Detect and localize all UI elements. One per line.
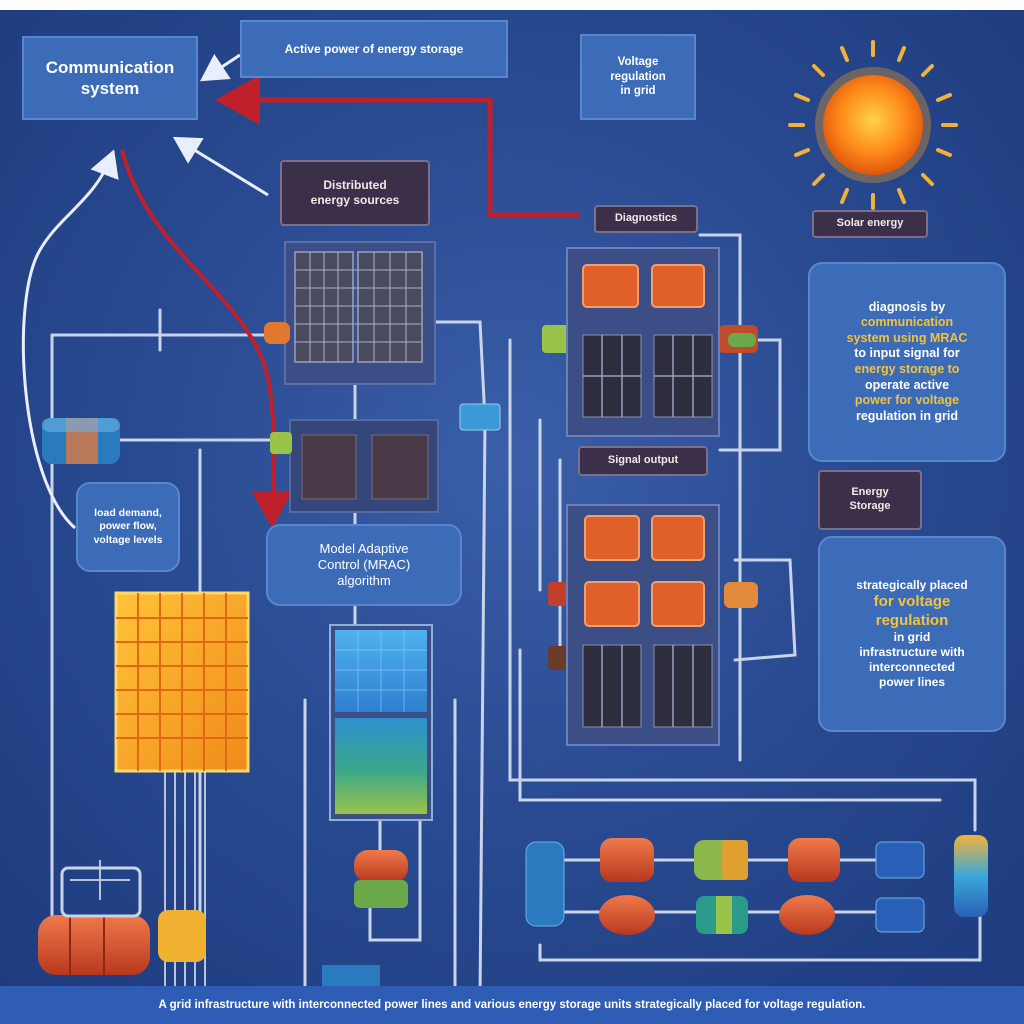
diagnostics-label: Diagnostics [614,212,678,225]
diagnosis-line-4: to input signal for [854,346,960,361]
connector-icon [264,322,758,670]
placed-line-6: interconnected [868,660,955,675]
diagnosis-line-6: operate active [864,377,950,392]
yellow-solar-panel-icon [114,591,250,773]
storage-module-small [289,419,439,513]
solar-energy-box: Solar energy [812,210,928,238]
diagnosis-line-1: diagnosis by [868,299,946,314]
sun-icon [788,40,958,210]
storage-rack-top [566,247,720,437]
diagnosis-line-7: power for voltage [854,393,960,408]
voltage-regulation-label: Voltage regulation in grid [610,56,666,98]
diagnosis-line-8: regulation in grid [855,408,959,423]
diagnosis-line-2: communication [860,315,954,330]
diagnosis-line-3: system using MRAC [846,330,968,345]
diagnosis-description-box: diagnosis by communication system using … [808,262,1006,462]
signal-output-box: Signal output [578,446,708,476]
diagnosis-line-5: energy storage to [854,362,960,376]
energy-storage-box: Energy Storage [818,470,922,530]
storage-rack-bottom [566,504,720,746]
active-power-label: Active power of energy storage [284,41,464,56]
solar-energy-label: Solar energy [836,217,904,230]
placed-line-7: power lines [878,675,946,690]
load-demand-box: load demand, power flow, voltage levels [76,482,180,572]
diagnostics-box: Diagnostics [594,205,698,233]
figure-caption-text: A grid infrastructure with interconnecte… [158,999,866,1011]
distributed-energy-label: Distributed energy sources [310,178,400,207]
top-band [0,0,1024,10]
blue-solar-panel-icon [329,624,433,821]
white-arrow-active-power [199,53,241,82]
red-arrow-diagnostics [215,75,580,218]
energy-storage-label: Energy Storage [849,486,891,512]
communication-system-label: Communication system [45,57,175,98]
component-chain [525,835,988,935]
active-power-box: Active power of energy storage [240,20,508,78]
distributed-energy-box: Distributed energy sources [280,160,430,226]
junction-box [322,965,380,989]
placed-line-1: strategically placed [856,577,968,592]
capacitor-icon [354,850,408,908]
solar-panel-icon [284,241,436,385]
communication-system-box: Communication system [22,36,198,120]
mrac-algorithm-box: Model Adaptive Control (MRAC) algorithm [266,524,462,606]
placed-line-4: in grid [893,630,931,645]
battery-icon [42,418,120,464]
load-demand-label: load demand, power flow, voltage levels [93,507,163,546]
placed-line-3: regulation [875,611,949,629]
white-arrow-load [21,149,119,530]
white-arrow-distributed [172,136,269,197]
voltage-regulation-box: Voltage regulation in grid [580,34,696,120]
placed-line-2: for voltage [873,592,951,610]
battery-bank-icon [38,866,206,975]
placed-line-5: infrastructure with [859,645,965,660]
red-arrow-mrac [120,149,293,528]
mrac-algorithm-label: Model Adaptive Control (MRAC) algorithm [317,540,411,589]
figure-caption: A grid infrastructure with interconnecte… [0,986,1024,1024]
signal-output-label: Signal output [607,454,679,467]
strategic-placement-box: strategically placed for voltage regulat… [818,536,1006,732]
